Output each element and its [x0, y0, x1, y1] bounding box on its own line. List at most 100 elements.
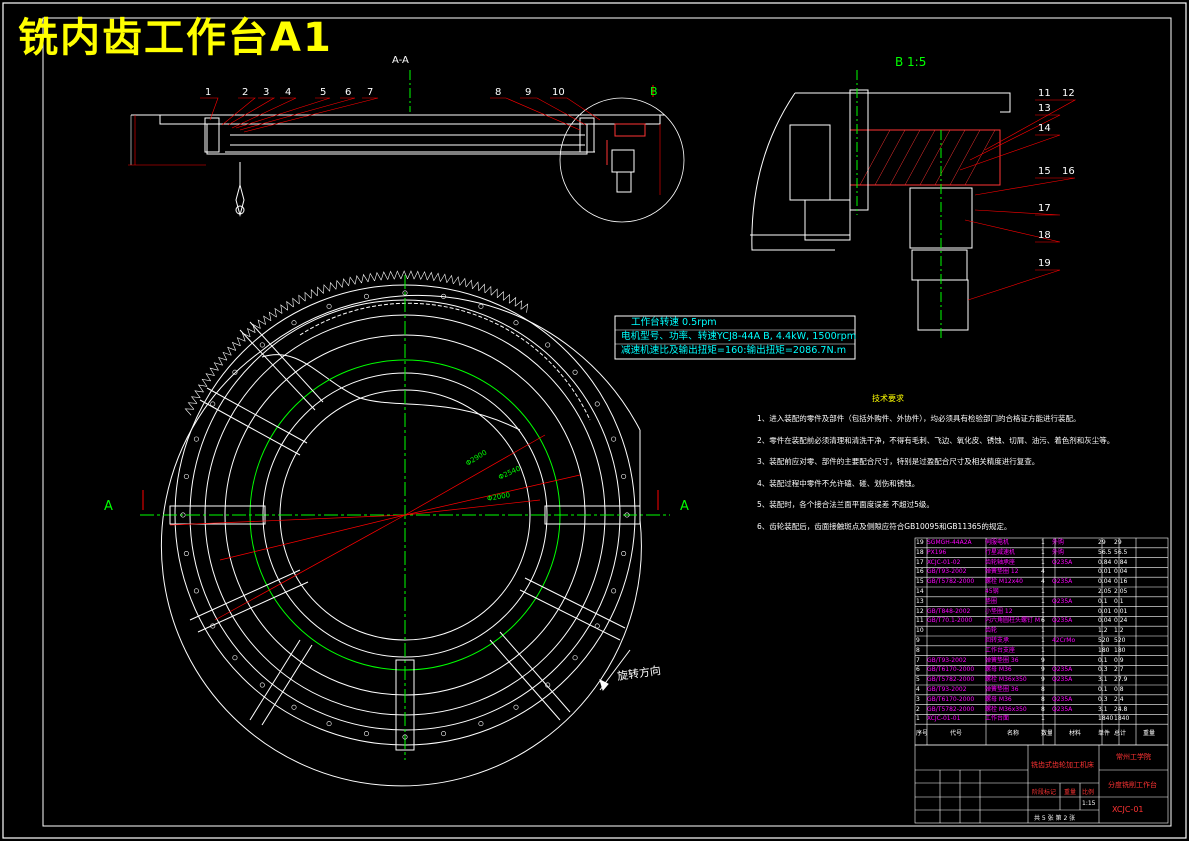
- balloon-13: 13: [1038, 103, 1051, 114]
- bom-header-cell: 数量: [1041, 730, 1052, 737]
- section-a-a-view: [128, 70, 685, 223]
- spec-box: 工作台转速 0.5rpm 电机型号、功率、转速YCJ8-44A B, 4.4kW…: [617, 316, 857, 359]
- balloon-3: 3: [263, 87, 270, 98]
- bolt-hole: [624, 512, 630, 518]
- gear-tooth: [298, 294, 306, 304]
- bom-cell: 56.5: [1114, 548, 1128, 556]
- bom-cell: 螺母 M36: [985, 695, 1012, 703]
- balloon-10: 10: [552, 87, 565, 98]
- bom-cell: 8: [916, 646, 920, 654]
- bom-cell: 9: [916, 636, 920, 644]
- bom-cell: Q235A: [1052, 695, 1073, 703]
- gear-tooth: [335, 279, 343, 290]
- bom-cell: 外购: [1052, 539, 1065, 546]
- bom-cell: 4: [1041, 578, 1045, 586]
- spec-line-motor: 电机型号、功率、转速YCJ8-44A B, 4.4kW, 1500rpm: [621, 331, 857, 342]
- balloon-6: 6: [345, 87, 352, 98]
- bom-table-frame: [914, 537, 1169, 746]
- balloon-leaders-detail: [959, 99, 1077, 301]
- bom-cell: [1052, 607, 1098, 617]
- balloon-18: 18: [1038, 230, 1051, 241]
- gear-tooth: [201, 378, 211, 387]
- gear-teeth: [184, 270, 529, 416]
- spec-line-reducer: 减速机速比及输出扭矩=160:输出扭矩=2086.7N.m: [621, 345, 847, 356]
- gear-tooth: [380, 271, 388, 281]
- gear-tooth: [252, 323, 261, 333]
- tb-weight: 重量: [1064, 789, 1077, 796]
- gear-tooth: [310, 289, 318, 299]
- bolt-hole: [513, 704, 519, 710]
- bom-cell: 18: [916, 548, 924, 556]
- bolt-hole: [232, 369, 238, 375]
- gear-tooth: [342, 278, 349, 288]
- bom-cell: 3: [916, 695, 920, 703]
- gear-tooth: [209, 367, 219, 376]
- bolt-hole: [363, 293, 369, 299]
- bolt-hole: [363, 731, 369, 737]
- bom-header-cell: 单件: [1098, 730, 1111, 737]
- balloon-5: 5: [320, 87, 327, 98]
- tech-req-item: 6、齿轮装配后，齿面接触斑点及侧隙应符合GB10095和GB11365的规定。: [757, 521, 1012, 531]
- bom-cell: 7: [916, 656, 920, 664]
- tb-drawing-no: XCJC-01: [1112, 805, 1144, 814]
- bom-cell: [1052, 714, 1098, 724]
- detail-marker: B: [650, 85, 658, 98]
- bom-cell: 16: [916, 568, 924, 576]
- gear-tooth: [241, 332, 251, 342]
- gear-tooth: [478, 283, 486, 293]
- gear-tooth: [361, 273, 369, 284]
- tb-project: 铣齿式齿轮加工机床: [1031, 761, 1094, 769]
- gear-tooth: [268, 311, 277, 321]
- bom-cell: Q235A: [1052, 597, 1073, 605]
- tb-part-name: 分度铣削工作台: [1108, 781, 1157, 789]
- bom-cell: 行星减速机: [985, 548, 1016, 556]
- bom-cell: 11: [916, 617, 924, 625]
- bom-cell: 0.84: [1114, 558, 1128, 566]
- bolt-hole: [594, 623, 600, 629]
- bom-cell: 4: [916, 685, 920, 693]
- bom-cell: 0.04: [1098, 578, 1112, 586]
- bom-cell: 弹簧垫圈 12: [985, 568, 1019, 576]
- gear-tooth: [374, 271, 382, 282]
- bolt-hole: [478, 721, 484, 727]
- gear-tooth: [497, 291, 504, 301]
- bom-cell: 520: [1114, 636, 1126, 644]
- bolt-hole: [291, 704, 297, 710]
- bom-cell: Q235A: [1052, 676, 1073, 684]
- bom-cell: 1: [1041, 636, 1045, 644]
- bolt-hole: [180, 512, 186, 518]
- bom-cell: 9: [1041, 656, 1045, 664]
- gear-tooth: [453, 276, 461, 286]
- bom-cell: 4: [1041, 568, 1045, 576]
- bom-cell: 6: [1041, 617, 1045, 625]
- tb-school: 常州工学院: [1116, 753, 1151, 761]
- gear-tooth: [426, 271, 435, 281]
- bom-cell: 1: [1041, 558, 1045, 566]
- balloon-15: 15: [1038, 166, 1051, 177]
- bom-cell: 螺栓 M36x350: [985, 705, 1027, 713]
- bom-header-cell: 名称: [1006, 730, 1019, 737]
- bom-cell: [1052, 587, 1098, 597]
- bolt-hole: [232, 655, 238, 661]
- spec-box-frame: [614, 315, 856, 360]
- tech-req-heading: 技术要求: [872, 394, 904, 403]
- bom-cell: 1: [1041, 597, 1045, 605]
- bom-cell: 0.3: [1098, 666, 1108, 674]
- bom-cell: [1052, 567, 1098, 577]
- section-label: A-A: [392, 55, 409, 66]
- bom-cell: Q235A: [1052, 578, 1073, 586]
- gear-tooth: [236, 337, 246, 346]
- bolt-hole: [513, 320, 519, 326]
- bom-cell: GB/T5782-2000: [927, 705, 975, 713]
- bolt-hole: [441, 731, 447, 737]
- bolt-hole: [478, 303, 484, 309]
- bom-cell: 8: [1041, 685, 1045, 693]
- bom-cell: XCJC-01-02: [927, 558, 961, 566]
- gear-tooth: [354, 275, 362, 285]
